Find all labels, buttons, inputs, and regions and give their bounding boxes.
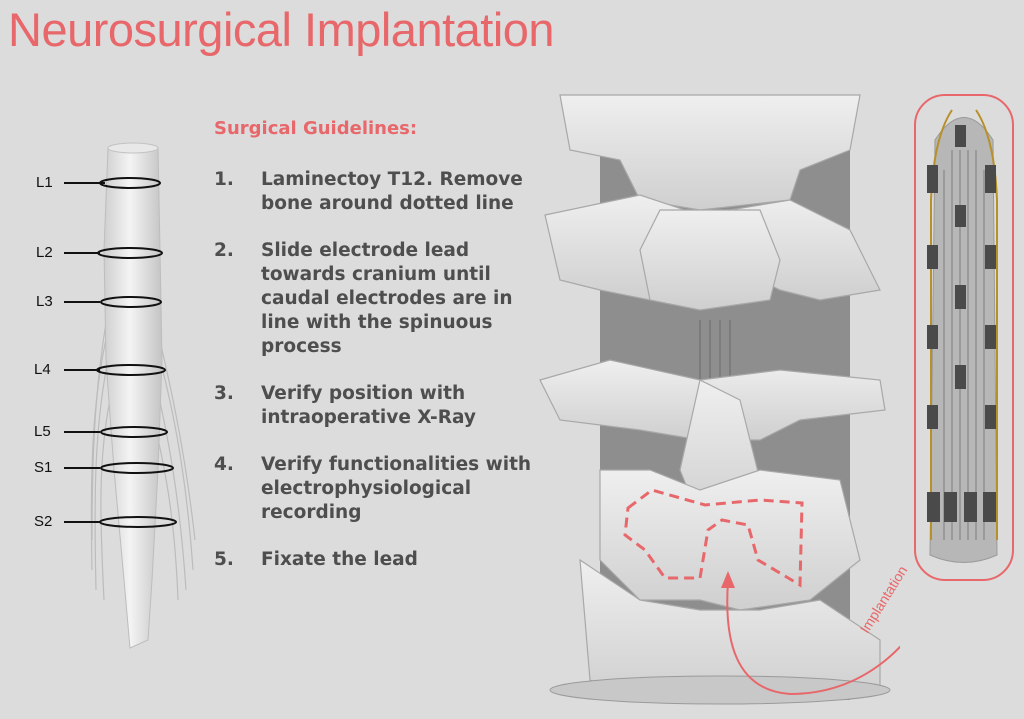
step-number: 4. xyxy=(214,454,234,475)
guideline-step: 3. Verify position with intraoperative X… xyxy=(214,382,544,430)
laminectomy-outline xyxy=(623,488,804,588)
spinal-cord xyxy=(103,147,163,649)
implantation-arrow xyxy=(726,581,900,696)
segment-label-l5: L5 xyxy=(34,423,51,440)
vertebrae-illustration xyxy=(539,94,900,705)
step-text: Verify position with intraoperative X-Ra… xyxy=(261,383,476,428)
electrode-lead-illustration xyxy=(914,94,1014,581)
lead-callout-box xyxy=(914,94,1014,581)
guideline-step: 4. Verify functionalities with electroph… xyxy=(214,453,544,525)
step-text: Verify functionalities with electrophysi… xyxy=(261,454,532,523)
guideline-step: 2. Slide electrode lead towards cranium … xyxy=(214,239,544,359)
page-title: Neurosurgical Implantation xyxy=(8,3,555,56)
guideline-step: 1. Laminectoy T12. Remove bone around do… xyxy=(214,168,544,216)
segment-label-l4: L4 xyxy=(34,361,51,378)
step-number: 2. xyxy=(214,240,234,261)
step-number: 3. xyxy=(214,383,234,404)
step-text: Fixate the lead xyxy=(261,549,418,570)
guideline-step: 5. Fixate the lead xyxy=(214,548,544,572)
step-number: 5. xyxy=(214,549,234,570)
segment-label-l1: L1 xyxy=(36,174,53,191)
step-number: 1. xyxy=(214,169,234,190)
segment-label-l2: L2 xyxy=(36,244,53,261)
step-text: Laminectoy T12. Remove bone around dotte… xyxy=(261,169,523,214)
segment-label-s1: S1 xyxy=(34,459,53,476)
segment-label-s2: S2 xyxy=(34,513,53,530)
arrow-head-icon xyxy=(721,571,735,588)
spinal-cord-illustration xyxy=(64,142,196,649)
segment-markers xyxy=(64,177,177,528)
guidelines-list: 1. Laminectoy T12. Remove bone around do… xyxy=(214,168,544,595)
step-text: Slide electrode lead towards cranium unt… xyxy=(261,240,513,357)
segment-label-l3: L3 xyxy=(36,293,53,310)
guidelines-heading: Surgical Guidelines: xyxy=(214,118,418,139)
